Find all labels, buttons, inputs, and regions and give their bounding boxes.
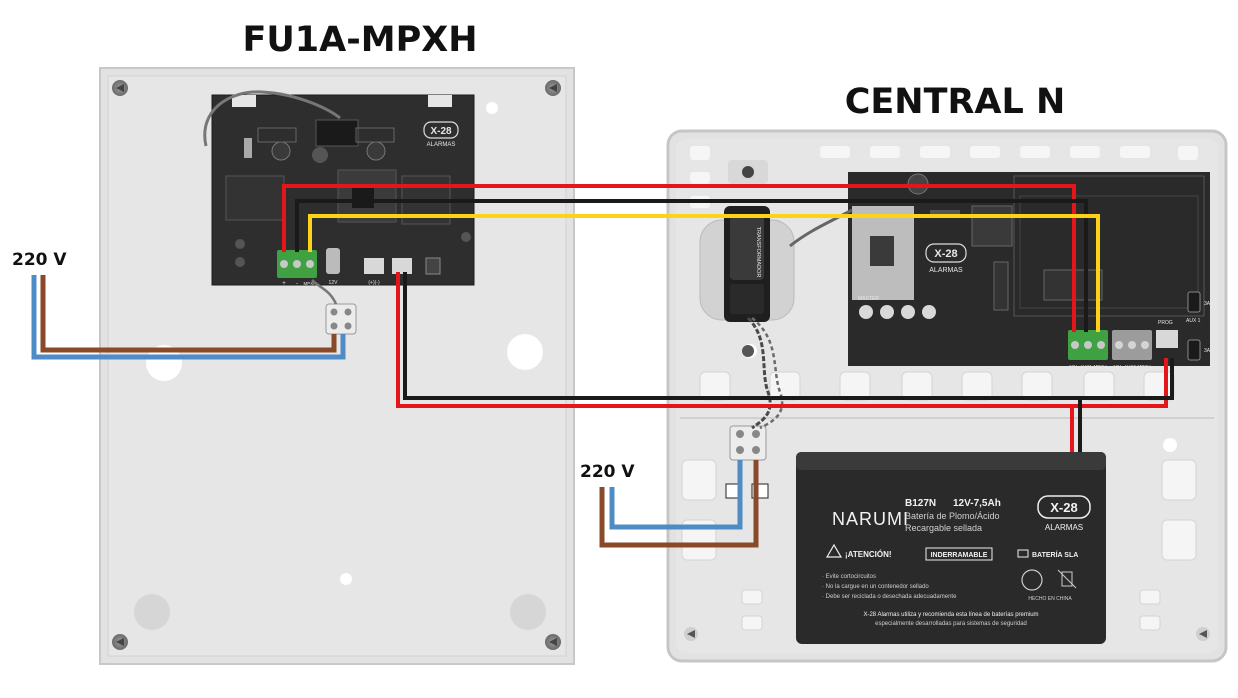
central-terminal-aux1[interactable] bbox=[1068, 330, 1108, 360]
no-trash-icon bbox=[1057, 569, 1077, 589]
knockout-hole bbox=[340, 573, 352, 585]
battery-rating: 12V-7,5Ah bbox=[953, 498, 1001, 509]
fuente-mains-to-board bbox=[311, 279, 338, 305]
svg-text:X-28: X-28 bbox=[934, 248, 957, 260]
battery-line2: Recargable sellada bbox=[905, 523, 982, 533]
screw-icon bbox=[684, 627, 698, 641]
label-master: MASTER bbox=[858, 296, 879, 302]
battery-line1: Batería de Plomo/Ácido bbox=[905, 511, 1000, 521]
transformer: TRANSFORMADOR bbox=[699, 160, 795, 357]
central-terminal-aux2[interactable] bbox=[1112, 330, 1152, 360]
knockout-hole bbox=[1163, 438, 1177, 452]
label-3a-top: 3A bbox=[1204, 301, 1211, 307]
svg-text:X-28: X-28 bbox=[430, 126, 452, 137]
left-mains-blue bbox=[31, 275, 346, 360]
right-mains-brown bbox=[599, 460, 759, 548]
fuente-grey-wire bbox=[203, 90, 341, 147]
voltage-label-left: 220 V bbox=[12, 250, 67, 270]
label-aux2: AUX 2 bbox=[1186, 366, 1201, 372]
transformer-label: TRANSFORMADOR bbox=[755, 227, 761, 278]
screw-icon bbox=[1196, 627, 1210, 641]
right-mains-blue bbox=[609, 460, 743, 530]
screw-icon bbox=[545, 80, 561, 96]
label-batt: (+)(-) bbox=[368, 280, 380, 286]
battery-tag: INDERRAMABLE bbox=[931, 552, 988, 559]
wire-black-negative bbox=[295, 199, 1088, 332]
voltage-label-right: 220 V bbox=[580, 462, 635, 482]
transformer-mains-wire bbox=[746, 316, 772, 430]
screw-icon bbox=[112, 80, 128, 96]
transformer-to-board-wire bbox=[789, 208, 853, 248]
recycle-icon bbox=[1021, 569, 1043, 591]
fuente-mains-connector bbox=[325, 303, 357, 335]
terminal-label-plus: + bbox=[282, 281, 286, 287]
battery-bullet: · Debe ser reciclada o desechada adecuad… bbox=[822, 594, 957, 600]
battery-made-in: HECHO EN CHINA bbox=[1028, 596, 1072, 602]
svg-text:ALARMAS: ALARMAS bbox=[427, 142, 456, 148]
knockout-hole bbox=[146, 345, 182, 381]
wire-yellow-mpxh bbox=[308, 214, 1100, 332]
battery-bullet: · No la cargue en un contenedor sellado bbox=[822, 584, 929, 590]
mount-disc bbox=[510, 594, 546, 630]
battery-model: B127N bbox=[905, 498, 936, 509]
label-3a-bottom: 3A bbox=[1204, 348, 1211, 354]
wire-battery-red bbox=[396, 272, 1168, 408]
terminal-label-mpxh: MPXH bbox=[303, 281, 316, 286]
battery-footer2: especialmente desarrolladas para sistema… bbox=[875, 621, 1027, 627]
x28-logo: X-28 ALARMAS bbox=[1037, 495, 1091, 532]
label-prog: PROG bbox=[1158, 320, 1173, 326]
fuente-terminal-block[interactable] bbox=[277, 250, 317, 278]
svg-text:X-28: X-28 bbox=[1050, 500, 1077, 515]
screw-icon bbox=[112, 634, 128, 650]
wire-red-positive bbox=[282, 184, 1076, 332]
label-12v: 12V bbox=[329, 280, 339, 286]
terminal-label: AUX1 bbox=[1080, 364, 1092, 369]
central-title: CENTRAL N bbox=[845, 82, 1066, 122]
fuente-pcb: X-28 ALARMAS 12V (+)(-) + - MPXH bbox=[211, 94, 475, 287]
battery-footer1: X-28 Alarmas utiliza y recomienda esta l… bbox=[863, 612, 1038, 618]
label-aux1: AUX 1 bbox=[1186, 318, 1201, 324]
x28-logo: X-28 ALARMAS bbox=[423, 121, 459, 148]
warning-icon bbox=[825, 543, 843, 558]
knockout-hole bbox=[507, 334, 543, 370]
battery-icon bbox=[1017, 549, 1029, 558]
svg-text:ALARMAS: ALARMAS bbox=[1045, 523, 1083, 532]
x28-logo: X-28 ALARMAS bbox=[925, 243, 967, 274]
battery-warning: ¡ATENCIÓN! bbox=[845, 550, 892, 559]
central-pcb: X-28 ALARMAS MASTER 3A AUX 1 3A AUX 2 PR… bbox=[848, 172, 1211, 372]
terminal-label: MPXH bbox=[1093, 364, 1106, 369]
battery-brand: NARUMI bbox=[832, 509, 909, 529]
svg-text:ALARMAS: ALARMAS bbox=[929, 267, 963, 274]
screw-icon bbox=[545, 634, 561, 650]
terminal-label-minus: - bbox=[296, 281, 298, 287]
battery-bullet: · Evite cortocircuitos bbox=[822, 574, 876, 580]
wire-battery-black bbox=[403, 272, 1174, 400]
terminal-label: AUX2 bbox=[1124, 364, 1136, 369]
terminal-label: 12V bbox=[1069, 364, 1077, 369]
battery: NARUMI B127N 12V-7,5Ah Batería de Plomo/… bbox=[796, 452, 1106, 644]
fuente-title: FU1A-MPXH bbox=[242, 20, 477, 60]
terminal-label: 12V bbox=[1113, 364, 1121, 369]
terminal-label: MPXH bbox=[1137, 364, 1150, 369]
left-mains-brown bbox=[40, 275, 337, 353]
battery-type: BATERÍA SLA bbox=[1032, 550, 1078, 559]
knockout-hole bbox=[486, 102, 498, 114]
mount-disc bbox=[134, 594, 170, 630]
